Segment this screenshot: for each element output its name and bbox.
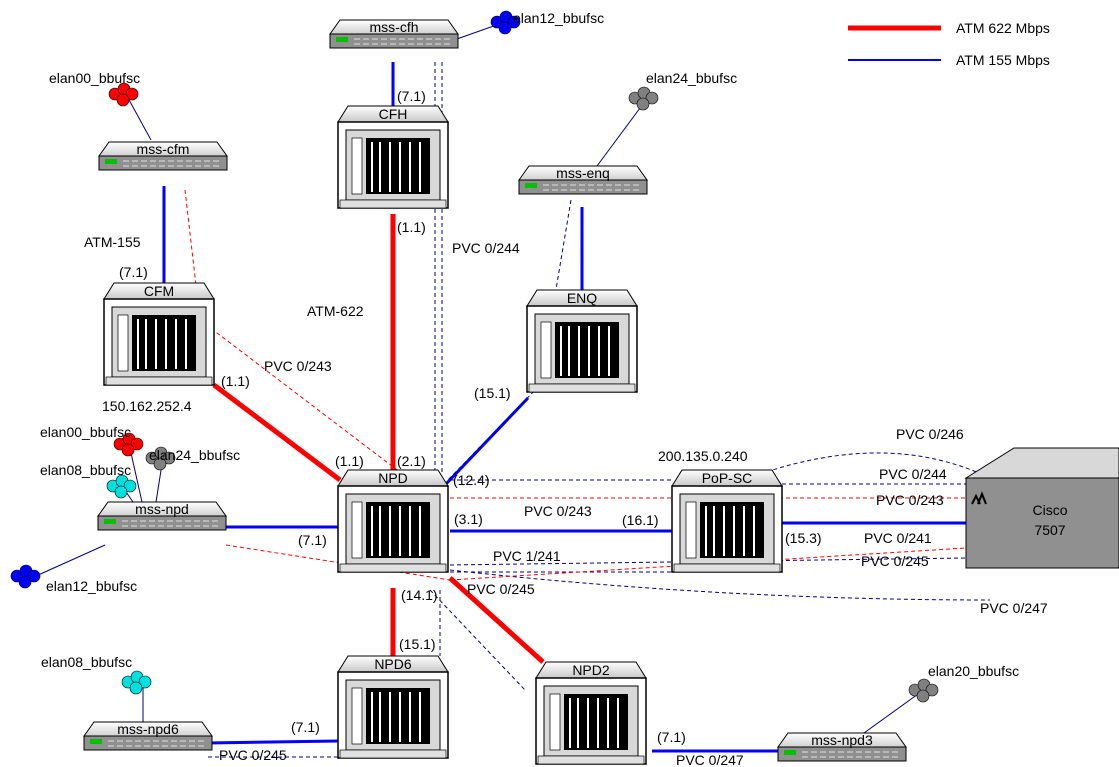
legend: ATM 622 Mbps ATM 155 Mbps	[848, 20, 1050, 68]
port-label: (2.1)	[397, 453, 426, 469]
port-label: (15.1)	[474, 385, 511, 401]
port-label: (14.1)	[401, 587, 438, 603]
elan-label: elan12_bbufsc	[513, 10, 604, 26]
port-label: (7.1)	[397, 88, 426, 104]
legend-label-155: ATM 155 Mbps	[956, 52, 1050, 68]
mss-cfh-device[interactable]: mss-cfh	[330, 19, 458, 48]
elan-label: elan00_bbufsc	[40, 424, 131, 440]
pvc-label: PVC 0/246	[896, 426, 964, 442]
switch-popsc[interactable]: PoP-SC	[672, 470, 782, 572]
mss-cfm-label: mss-cfm	[137, 141, 190, 157]
cloud-icon[interactable]	[909, 679, 938, 702]
port-label: (7.1)	[119, 264, 148, 280]
port-label: (12.4)	[453, 472, 490, 488]
switch-npd[interactable]: NPD	[338, 470, 448, 572]
pvc-label: PVC 0/244	[452, 240, 520, 256]
elan-label: elan12_bbufsc	[46, 578, 137, 594]
mss-npd3-label: mss-npd3	[811, 732, 873, 748]
address-cfm: 150.162.252.4	[102, 398, 192, 414]
cloud-icon[interactable]	[107, 475, 136, 498]
pvc-label: PVC 0/243	[524, 503, 592, 519]
elan-label: elan24_bbufsc	[149, 447, 240, 463]
pvc-label: PVC 0/241	[864, 530, 932, 546]
switch-cfm-label: CFM	[144, 283, 174, 299]
port-label: (7.1)	[291, 719, 320, 735]
address-popsc: 200.135.0.240	[658, 448, 748, 464]
pvc-label: PVC 0/247	[980, 600, 1048, 616]
cisco-7507-router[interactable]: Cisco 7507	[966, 448, 1119, 568]
pvc-label: PVC 0/244	[879, 466, 947, 482]
pvc-246-path	[760, 453, 990, 478]
switch-npd6-label: NPD6	[374, 656, 412, 672]
pvc-label: PVC 0/247	[676, 752, 744, 767]
cisco-top	[966, 448, 1119, 478]
port-label: (7.1)	[657, 729, 686, 745]
elan-label: elan20_bbufsc	[928, 663, 1019, 679]
link-elan24-mssenq	[597, 100, 646, 166]
elan-label: elan24_bbufsc	[646, 70, 737, 86]
switch-npd2-label: NPD2	[572, 662, 610, 678]
mss-enq-device[interactable]: mss-enq	[519, 165, 647, 194]
port-label: (16.1)	[622, 512, 659, 528]
pvc-label: PVC 0/245	[219, 747, 287, 763]
mss-npd6-label: mss-npd6	[117, 721, 179, 737]
atm155-label: ATM-155	[84, 234, 141, 250]
links	[36, 22, 990, 757]
switch-npd6[interactable]: NPD6	[338, 656, 448, 758]
cisco-name: Cisco	[1032, 502, 1067, 518]
pvc-label: PVC 1/241	[493, 548, 561, 564]
pvc-label: PVC 0/245	[861, 553, 929, 569]
port-label: (15.3)	[785, 530, 822, 546]
switch-cfm[interactable]: CFM	[104, 283, 214, 385]
legend-label-622: ATM 622 Mbps	[956, 20, 1050, 36]
switch-npd-label: NPD	[378, 470, 408, 486]
elan-label: elan08_bbufsc	[41, 654, 132, 670]
pvc-label: PVC 0/245	[467, 581, 535, 597]
switch-popsc-label: PoP-SC	[702, 470, 753, 486]
port-label: (1.1)	[335, 453, 364, 469]
pvc-label: PVC 0/243	[264, 358, 332, 374]
switch-enq-label: ENQ	[567, 290, 597, 306]
cloud-icon[interactable]	[629, 87, 658, 110]
port-label: (1.1)	[221, 373, 250, 389]
switch-cfh-label: CFH	[379, 106, 408, 122]
mss-npd-label: mss-npd	[135, 501, 189, 517]
cisco-model: 7507	[1034, 522, 1065, 538]
cloud-icon[interactable]	[122, 671, 151, 694]
cloud-icon[interactable]	[11, 565, 40, 588]
port-label: (1.1)	[397, 219, 426, 235]
port-label: (15.1)	[399, 636, 436, 652]
pvc-label: PVC 0/243	[876, 492, 944, 508]
link-elan12-mssnpd	[36, 545, 105, 576]
port-label: (7.1)	[298, 532, 327, 548]
cloud-icon[interactable]	[109, 83, 138, 106]
elan-label: elan00_bbufsc	[49, 70, 140, 86]
link-mssnpd6-npd6-atm155	[208, 741, 338, 743]
switch-npd2[interactable]: NPD2	[536, 662, 646, 764]
port-label: (3.1)	[454, 511, 483, 527]
link-elan00-mssnpd	[131, 453, 142, 502]
mss-npd-device[interactable]: mss-npd	[98, 501, 226, 530]
mss-npd6-device[interactable]: mss-npd6	[84, 721, 212, 750]
switch-enq[interactable]: ENQ	[527, 290, 637, 392]
link-cfm-npd-atm622	[214, 385, 340, 480]
mss-cfm-device[interactable]: mss-cfm	[99, 141, 227, 170]
mss-enq-label: mss-enq	[556, 165, 610, 181]
mss-cfh-label: mss-cfh	[370, 19, 419, 35]
elan-label: elan08_bbufsc	[40, 462, 131, 478]
switch-cfh[interactable]: CFH	[338, 106, 448, 208]
atm622-label: ATM-622	[307, 303, 364, 319]
port-labels: (7.1) (1.1) (7.1) (1.1) (15.1) (1.1) (2.…	[119, 88, 822, 745]
link-elan00-msscfm	[128, 98, 151, 140]
mss-npd3-device[interactable]: mss-npd3	[778, 732, 906, 761]
